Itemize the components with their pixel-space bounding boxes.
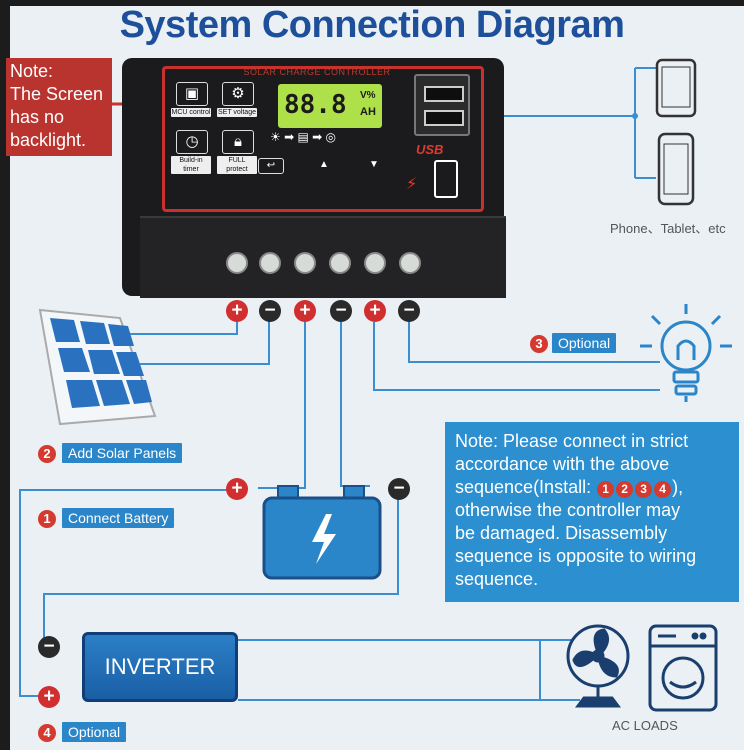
screen-note-line: has no — [10, 107, 65, 127]
lcd-screen: 88.8 V% AH — [278, 84, 382, 128]
load-positive-wire — [373, 322, 660, 391]
inverter: INVERTER — [82, 632, 238, 702]
step-number: 1 — [38, 510, 56, 528]
lcd-unit-top: V% — [360, 90, 376, 101]
lcd-unit-bottom: AH — [360, 106, 376, 118]
tablet-icon — [655, 58, 697, 118]
terminal-block — [140, 216, 506, 298]
controller-face — [162, 66, 484, 212]
note-line: otherwise the controller may — [455, 500, 681, 520]
optional-load-tag: Optional — [552, 333, 617, 353]
terminal-load-negative — [399, 252, 421, 274]
terminal-battery-positive — [294, 252, 316, 274]
inverter-negative-wire — [43, 490, 399, 644]
sequence-note: Note: Please connect in strict accordanc… — [445, 422, 739, 602]
note-line: sequence is opposite to wiring — [455, 546, 697, 566]
polarity-plus: + — [226, 300, 248, 322]
timer-label: Build-in timer — [171, 156, 211, 174]
devices-label: Phone、Tablet、etc — [610, 221, 726, 236]
usb-port — [414, 74, 470, 136]
terminal-solar-positive — [226, 252, 248, 274]
light-bulb-icon — [640, 304, 732, 402]
battery-minus: − — [388, 478, 410, 500]
step-number: 2 — [38, 445, 56, 463]
note-line: accordance with the above — [455, 454, 670, 474]
lock-icon: 🔒︎ — [222, 130, 254, 154]
down-button[interactable]: ▼ — [369, 159, 379, 170]
up-button[interactable]: ▲ — [319, 159, 329, 170]
energy-flow-icons: ☀ ➡ ▤ ➡ ◎ — [270, 130, 337, 144]
solar-negative-wire — [140, 312, 270, 365]
battery-icon — [262, 485, 382, 580]
battery-negative-wire — [340, 322, 370, 487]
mcu-label: MCU control — [171, 108, 211, 117]
polarity-plus: + — [364, 300, 386, 322]
inverter-plus: + — [38, 686, 60, 708]
set-voltage-label: SET voltage — [217, 108, 257, 117]
polarity-minus: − — [398, 300, 420, 322]
washing-machine-icon — [648, 624, 718, 712]
junction-dot — [632, 113, 638, 119]
screen-note-line: backlight. — [10, 130, 87, 150]
mcu-icon: ▣ — [176, 82, 208, 106]
seq-number: 1 — [597, 481, 615, 498]
step-number: 4 — [38, 724, 56, 742]
screen-note: Note: The Screen has no backlight. — [6, 58, 112, 156]
phone-charge-icon — [434, 160, 458, 198]
load-negative-wire — [408, 322, 660, 363]
controller-label: SOLAR CHARGE CONTROLLER — [243, 67, 391, 77]
battery-positive-wire — [258, 320, 306, 489]
battery-plus: + — [226, 478, 248, 500]
polarity-plus: + — [294, 300, 316, 322]
note-line: sequence. — [455, 569, 539, 589]
menu-button[interactable]: ↩ — [258, 158, 284, 174]
phone-icon — [657, 132, 695, 206]
screen-note-line: The Screen — [10, 84, 104, 104]
seq-number: 2 — [616, 481, 634, 498]
seq-number: 3 — [635, 481, 653, 498]
page-title: System Connection Diagram — [119, 4, 625, 46]
terminal-load-positive — [364, 252, 386, 274]
note-line: be damaged. Disassembly — [455, 523, 668, 543]
note-line: Note: Please connect in strict — [455, 431, 689, 451]
gear-icon: ⚙ — [222, 82, 254, 106]
step-number: 3 — [530, 335, 548, 353]
charge-bolt-icon: ⚡︎ — [406, 176, 418, 193]
solar-positive-wire — [130, 310, 238, 335]
protect-label: FULL protect — [217, 156, 257, 174]
solar-panel-icon — [38, 308, 157, 426]
usb-label: USB — [416, 142, 444, 157]
inverter-minus: − — [38, 636, 60, 658]
optional-inverter-tag: Optional — [62, 722, 127, 742]
screen-note-line: Note: — [10, 61, 54, 81]
terminal-battery-negative — [329, 252, 351, 274]
fan-icon — [566, 624, 630, 708]
solar-panels-tag: Add Solar Panels — [62, 443, 183, 463]
terminal-solar-negative — [259, 252, 281, 274]
polarity-minus: − — [330, 300, 352, 322]
connect-battery-tag: Connect Battery — [62, 508, 175, 528]
timer-icon: ◷ — [176, 130, 208, 154]
lcd-digits: 88.8 — [284, 90, 347, 120]
ac-loads-label: AC LOADS — [612, 718, 678, 733]
inverter-positive-wire — [19, 489, 236, 697]
seq-number: 4 — [654, 481, 672, 498]
polarity-minus: − — [259, 300, 281, 322]
